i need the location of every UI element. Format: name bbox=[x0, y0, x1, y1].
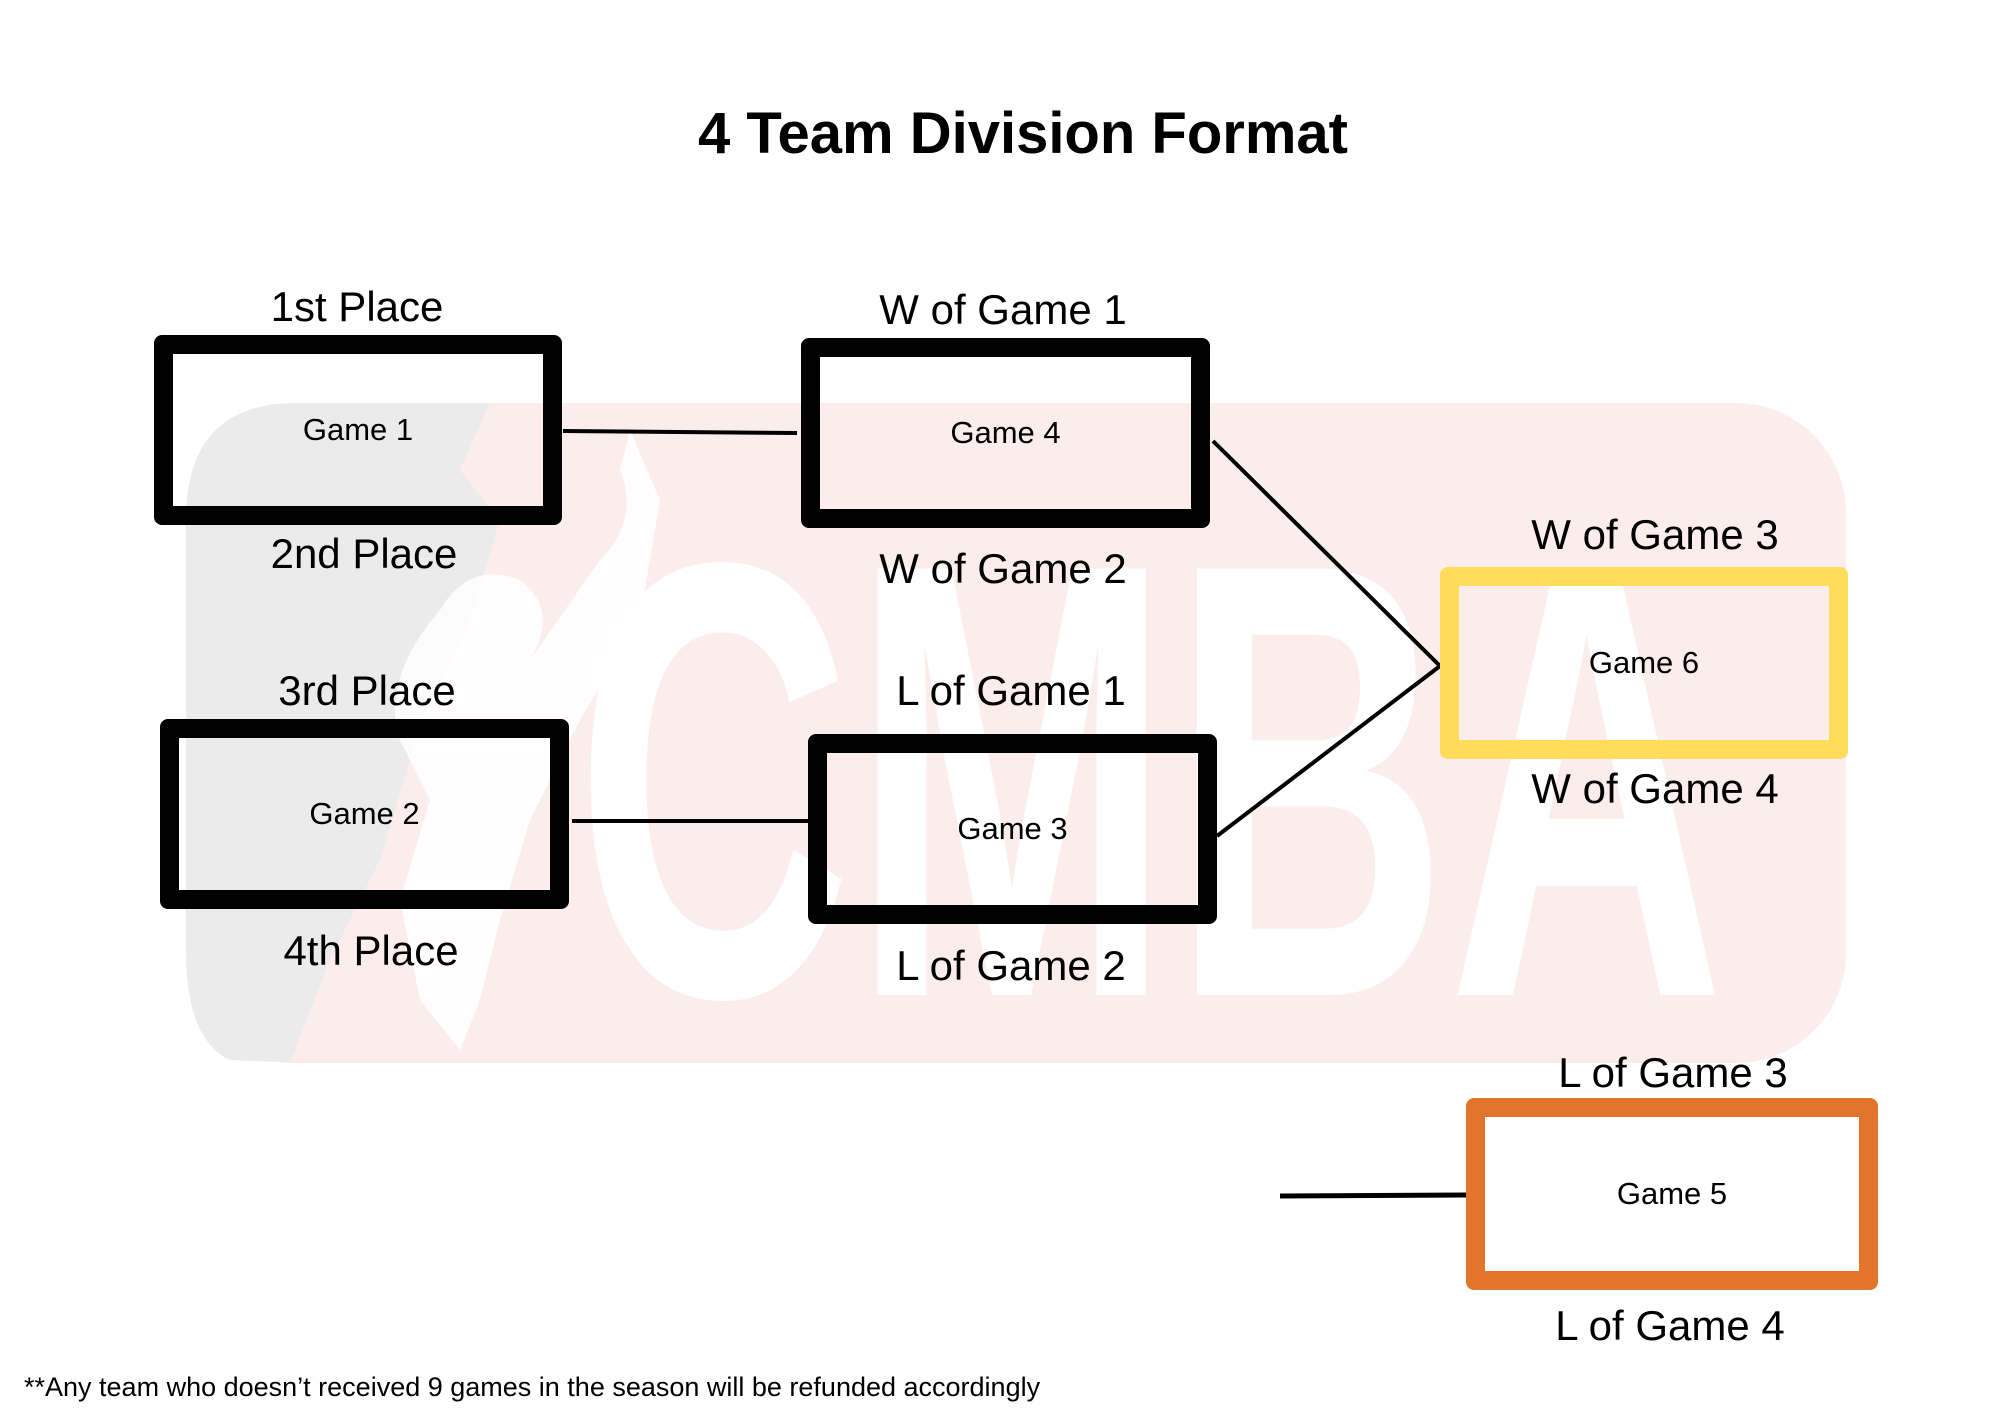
game4-bottom-label: W of Game 2 bbox=[879, 545, 1127, 592]
game2-label: Game 2 bbox=[309, 796, 420, 831]
game5-bottom-label: L of Game 4 bbox=[1555, 1302, 1785, 1349]
game4-label: Game 4 bbox=[950, 415, 1061, 450]
game4-box[interactable]: Game 4 bbox=[801, 338, 1210, 528]
game1-top-label: 1st Place bbox=[270, 283, 444, 330]
game6-top-label: W of Game 3 bbox=[1531, 511, 1779, 558]
footnote: **Any team who doesn’t received 9 games … bbox=[24, 1372, 1041, 1402]
game5-top-label: L of Game 3 bbox=[1558, 1049, 1788, 1096]
connector-game1-game4 bbox=[562, 429, 798, 435]
game3-box[interactable]: Game 3 bbox=[808, 734, 1217, 924]
page-title: 4 Team Division Format bbox=[698, 101, 1348, 166]
connector-game3-game6 bbox=[1215, 664, 1442, 838]
game1-label: Game 1 bbox=[302, 412, 414, 447]
game4-top-label: W of Game 1 bbox=[879, 286, 1127, 333]
game5-box[interactable]: Game 5 bbox=[1466, 1098, 1878, 1290]
game1-bottom-label: 2nd Place bbox=[270, 530, 458, 577]
game3-bottom-label: L of Game 2 bbox=[896, 942, 1126, 989]
game6-label: Game 6 bbox=[1588, 645, 1700, 680]
game6-bottom-label: W of Game 4 bbox=[1531, 765, 1779, 812]
game2-top-label: 3rd Place bbox=[278, 667, 456, 714]
game6-box[interactable]: Game 6 bbox=[1440, 567, 1848, 759]
game2-box[interactable]: Game 2 bbox=[160, 719, 569, 909]
game5-label: Game 5 bbox=[1616, 1176, 1728, 1211]
game3-top-label: L of Game 1 bbox=[896, 667, 1126, 714]
game2-bottom-label: 4th Place bbox=[283, 927, 459, 974]
connector-game5 bbox=[1279, 1192, 1467, 1199]
connector-game4-game6 bbox=[1211, 439, 1442, 668]
watermark-text: CMBA bbox=[575, 435, 1725, 1127]
game3-label: Game 3 bbox=[957, 811, 1068, 846]
game1-box[interactable]: Game 1 bbox=[154, 335, 562, 525]
